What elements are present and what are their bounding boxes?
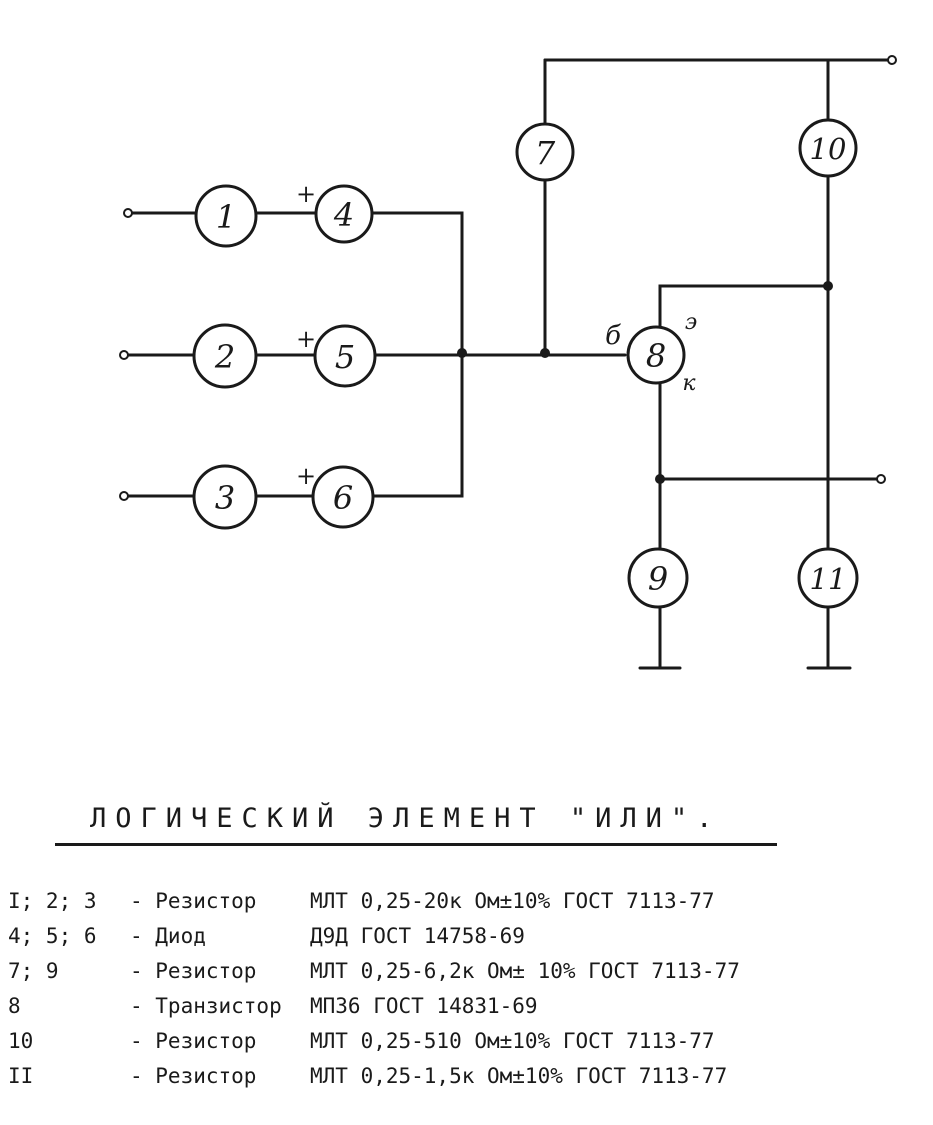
- component-1: 1: [194, 184, 258, 248]
- wires: [126, 58, 890, 670]
- title-underline: [55, 843, 777, 846]
- part-type: - Резистор: [130, 888, 257, 913]
- component-label: 7: [535, 134, 556, 172]
- component-11: 11: [797, 547, 859, 609]
- component-label: 1: [216, 198, 236, 236]
- junction-diode-bus: [457, 348, 467, 358]
- component-9: 9: [627, 547, 689, 609]
- terminal-output: [876, 474, 886, 484]
- component-5: 5: [313, 324, 377, 388]
- component-label: 5: [335, 338, 355, 376]
- component-label: 8: [646, 337, 666, 375]
- diagram-title: ЛОГИЧЕСКИЙ ЭЛЕМЕНТ "ИЛИ".: [90, 803, 722, 834]
- component-label: 9: [648, 560, 668, 598]
- component-label: 11: [810, 562, 847, 596]
- parts-row: 10 - Резистор МЛТ 0,25-510 Ом±10% ГОСТ 7…: [8, 1023, 923, 1058]
- component-label: 2: [214, 338, 235, 376]
- component-8: 8: [626, 325, 686, 385]
- part-spec: МП36 ГОСТ 14831-69: [310, 993, 538, 1018]
- part-ref: II: [8, 1063, 34, 1088]
- parts-row: I; 2; 3 - Резистор МЛТ 0,25-20к Ом±10% Г…: [8, 883, 923, 918]
- polarity-mark-d4: +: [296, 180, 316, 208]
- parts-row: 8 - Транзистор МП36 ГОСТ 14831-69: [8, 988, 923, 1023]
- parts-row: II - Резистор МЛТ 0,25-1,5к Ом±10% ГОСТ …: [8, 1058, 923, 1093]
- part-spec: МЛТ 0,25-1,5к Ом±10% ГОСТ 7113-77: [310, 1063, 728, 1088]
- part-ref: 7; 9: [8, 958, 59, 983]
- parts-row: 7; 9 - Резистор МЛТ 0,25-6,2к Ом± 10% ГО…: [8, 953, 923, 988]
- component-4: 4: [314, 184, 374, 244]
- terminal-input-2: [119, 350, 129, 360]
- component-label: 6: [333, 479, 353, 517]
- component-7: 7: [515, 122, 575, 182]
- pin-collector-label: к: [682, 371, 696, 396]
- component-3: 3: [192, 464, 258, 530]
- terminal-input-3: [119, 491, 129, 501]
- part-spec: Д9Д ГОСТ 14758-69: [310, 923, 525, 948]
- polarity-mark-d5: +: [296, 325, 316, 353]
- part-type: - Резистор: [130, 1063, 257, 1088]
- terminal-supply: [887, 55, 897, 65]
- parts-row: 4; 5; 6 - Диод Д9Д ГОСТ 14758-69: [8, 918, 923, 953]
- pin-base-label: б: [605, 321, 621, 351]
- part-ref: 4; 5; 6: [8, 923, 97, 948]
- component-label: 10: [810, 132, 847, 166]
- part-type: - Резистор: [130, 958, 257, 983]
- polarity-mark-d6: +: [296, 462, 316, 490]
- junction-base: [540, 348, 550, 358]
- part-ref: 8: [8, 993, 21, 1018]
- junction-collector: [655, 474, 665, 484]
- part-ref: I; 2; 3: [8, 888, 97, 913]
- terminal-input-1: [123, 208, 133, 218]
- component-label: 3: [215, 479, 235, 517]
- pin-emitter-label: э: [685, 310, 697, 335]
- component-10: 10: [798, 118, 858, 178]
- component-6: 6: [311, 465, 375, 529]
- part-ref: 10: [8, 1028, 34, 1053]
- part-type: - Диод: [130, 923, 206, 948]
- wire-emitter: [658, 284, 830, 332]
- or-gate-schematic: 1 2 3 4 5 6 7 8 9 10 11 + + + б э: [119, 55, 897, 670]
- part-spec: МЛТ 0,25-6,2к Ом± 10% ГОСТ 7113-77: [310, 958, 740, 983]
- parts-list: I; 2; 3 - Резистор МЛТ 0,25-20к Ом±10% Г…: [8, 883, 923, 1093]
- component-label: 4: [333, 196, 354, 234]
- part-type: - Резистор: [130, 1028, 257, 1053]
- component-2: 2: [192, 323, 258, 389]
- part-spec: МЛТ 0,25-20к Ом±10% ГОСТ 7113-77: [310, 888, 715, 913]
- junction-emitter: [823, 281, 833, 291]
- part-type: - Транзистор: [130, 993, 282, 1018]
- part-spec: МЛТ 0,25-510 Ом±10% ГОСТ 7113-77: [310, 1028, 715, 1053]
